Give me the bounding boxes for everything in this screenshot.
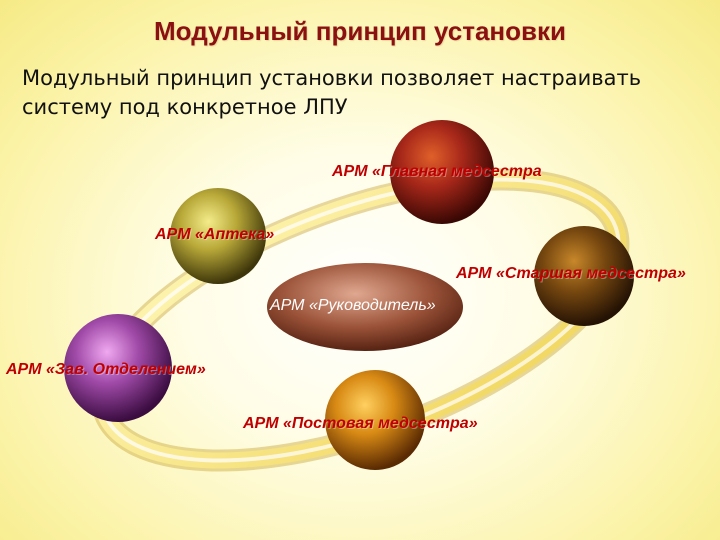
node-ward-nurse-sphere — [325, 370, 425, 470]
node-pharmacy-label: АРМ «Аптека» — [155, 226, 275, 243]
node-senior-nurse-label: АРМ «Старшая медсестра» — [456, 265, 686, 282]
node-senior-nurse-sphere — [534, 226, 634, 326]
slide-title: Модульный принцип установки — [154, 16, 566, 46]
node-ward-nurse-label: АРМ «Постовая медсестра» — [243, 415, 478, 432]
node-pharmacy-sphere — [170, 188, 266, 284]
node-main-nurse-sphere — [390, 120, 494, 224]
subtitle-line-1: Модульный принцип установки позволяет на… — [22, 66, 642, 90]
center-node — [267, 263, 463, 351]
node-main-nurse-label: АРМ «Главная медсестра — [332, 163, 542, 180]
center-node-label: АРМ «Руководитель» — [270, 297, 436, 314]
subtitle-line-2: систему под конкретное ЛПУ — [22, 95, 348, 119]
node-dept-head-sphere — [64, 314, 172, 422]
slide-subtitle: Модульный принцип установки позволяет на… — [22, 64, 712, 122]
node-dept-head-label: АРМ «Зав. Отделением» — [6, 361, 206, 378]
